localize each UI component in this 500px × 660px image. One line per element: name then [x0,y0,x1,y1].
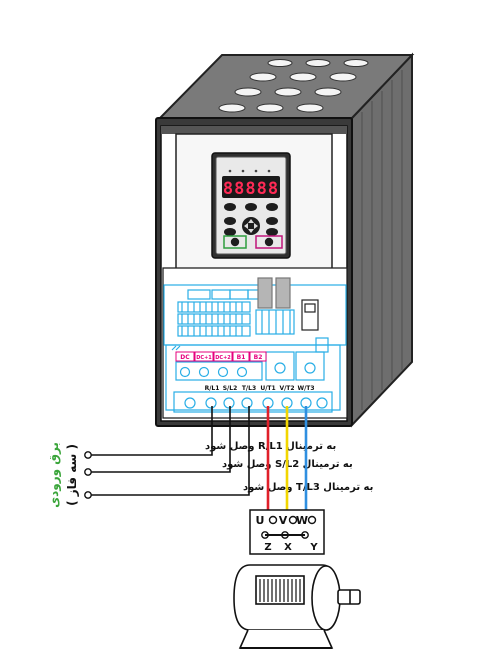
note-r-l1: به ترمینال R/L1 وصل شود [205,441,336,452]
input-label-line1: برق ورودی [47,442,62,508]
led-digits: 88888 [223,179,279,199]
terminal-v-t2: V/T2 [279,385,294,392]
wiring-notes: به ترمینال R/L1 وصل شود به ترمینال S/L2 … [205,441,373,493]
input-label-line2: ( سه فاز ) [65,444,79,506]
output-wires [266,406,308,517]
input-wires [88,406,250,496]
terminal-r-l1: R/L1 [205,385,220,392]
keypad: 88888 [211,152,291,259]
terminal-w-t3: W/T3 [297,385,314,392]
keypad-button[interactable] [224,217,236,225]
stop-button[interactable] [255,235,283,249]
label-b1: B1 [237,354,246,361]
motor-y: Y [309,542,318,553]
label-dc: DC [180,354,190,361]
vent-holes [218,59,369,113]
arrow-keys[interactable] [242,217,260,235]
motor-z: Z [264,542,271,553]
terminal-labels: R/L1 S/L2 T/L3 U/T1 V/T2 W/T3 [205,385,315,392]
terminal-u-t1: U/T1 [260,385,275,392]
motor [233,564,361,649]
keypad-button[interactable] [224,228,236,236]
terminal-board [162,267,348,419]
input-power-label: برق ورودی ( سه فاز ) [47,442,79,508]
pink-terminal-labels: DC DC+1 DC+2 B1 B2 [175,351,267,362]
label-dc-plus-2: DC+2 [215,355,231,361]
motor-w: W [296,514,308,527]
run-button[interactable] [223,235,247,249]
label-dc-plus-1: DC+1 [196,355,212,361]
label-b2: B2 [254,354,263,361]
motor-v: V [279,514,288,527]
terminal-t-l3: T/L3 [242,385,256,392]
keypad-button[interactable] [266,203,278,211]
motor-x: X [284,542,292,553]
terminal-s-l2: S/L2 [223,385,238,392]
keypad-button[interactable] [266,217,278,225]
keypad-button[interactable] [224,203,236,211]
motor-u: U [256,514,265,527]
keypad-button[interactable] [245,203,257,211]
input-wire-ends [84,451,92,499]
keypad-button[interactable] [266,228,278,236]
motor-terminal-box: U V W Z X Y [249,509,325,555]
led-display [222,176,280,198]
note-t-l3: به ترمینال T/L3 وصل شود [243,482,373,493]
